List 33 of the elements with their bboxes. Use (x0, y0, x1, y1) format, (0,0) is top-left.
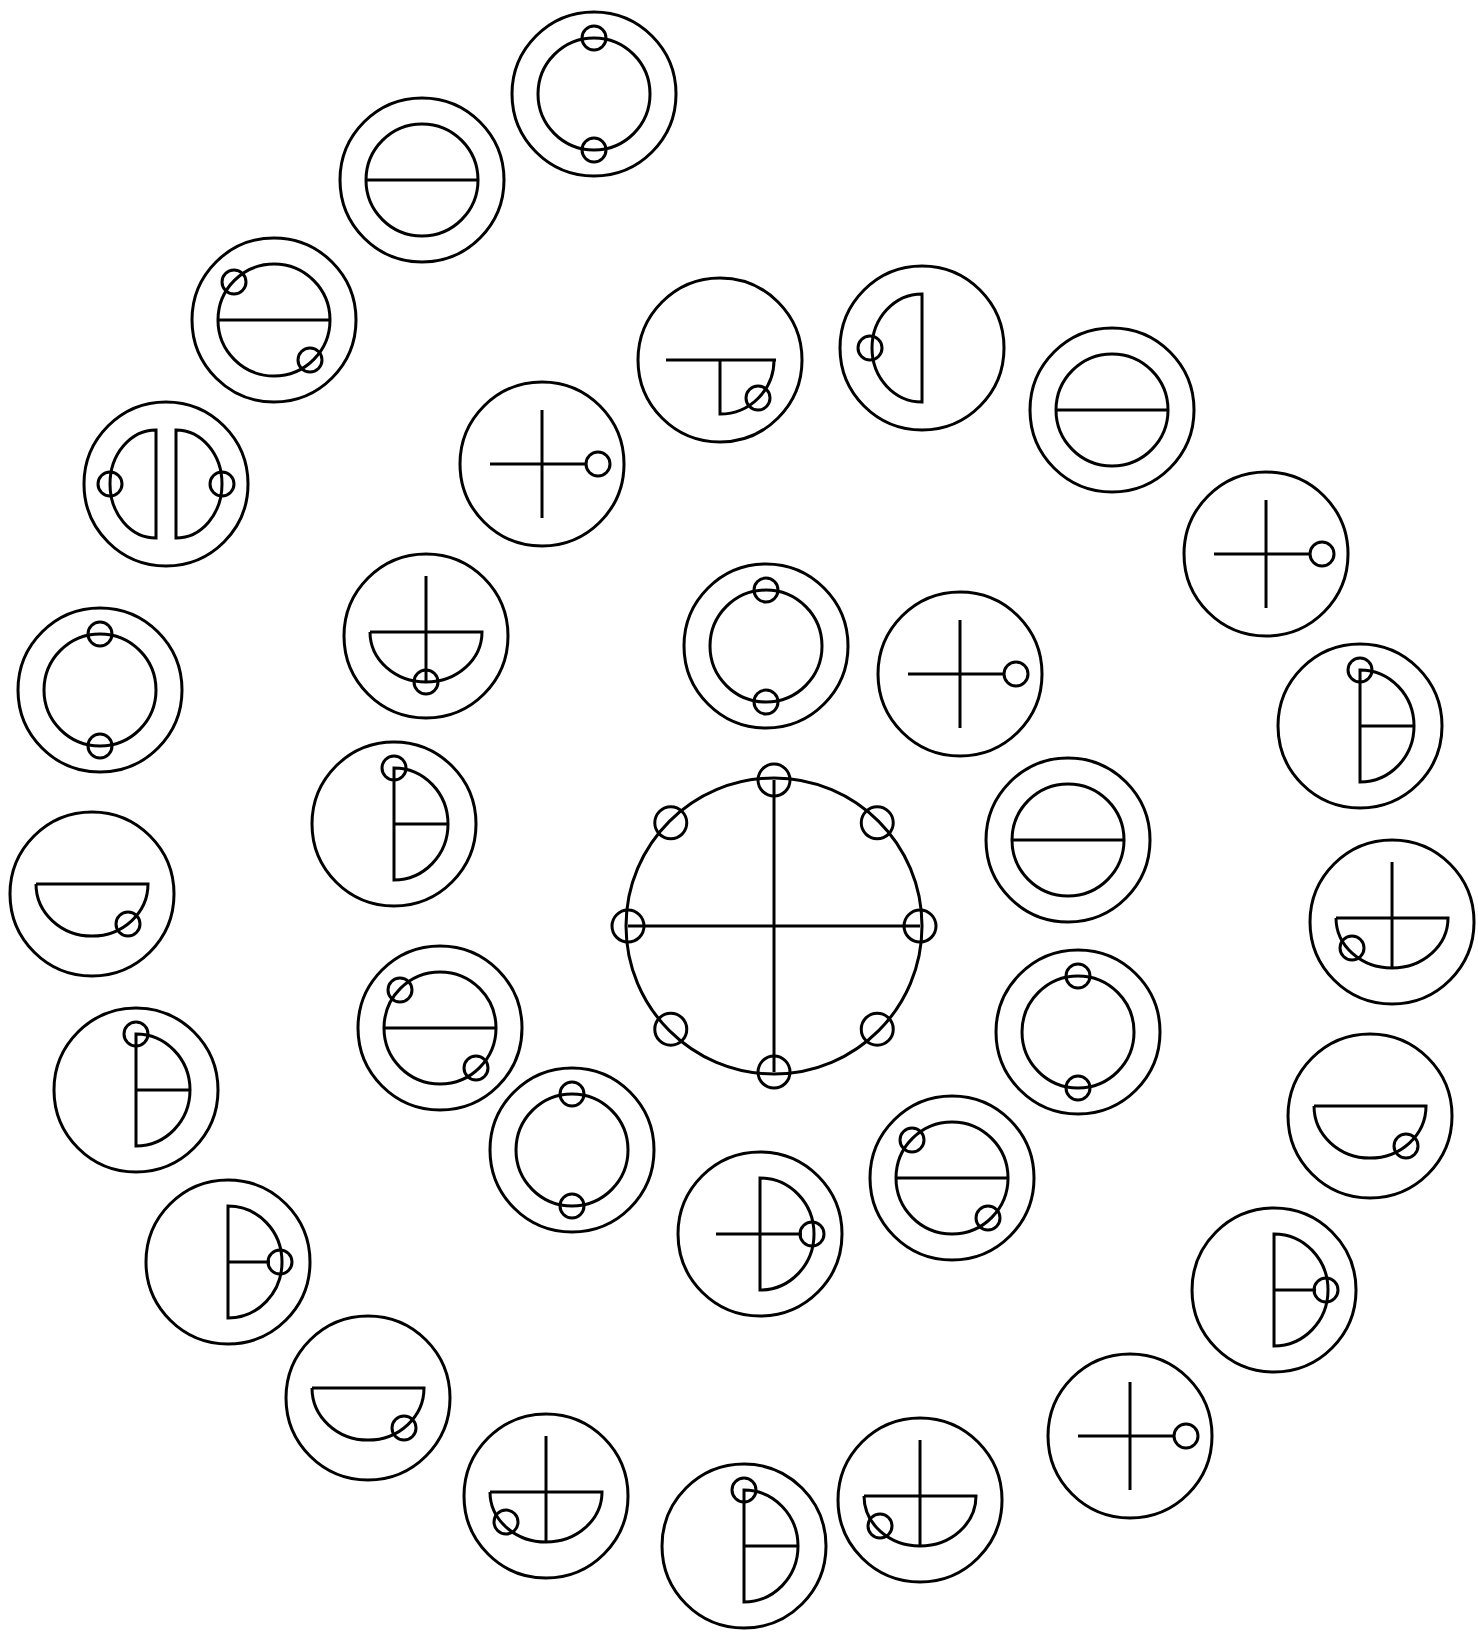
symbol-drawing (660, 1462, 828, 1630)
symbol-drawing (488, 1066, 656, 1234)
symbol-drawing (1046, 1352, 1214, 1520)
symbol-drawing (1286, 1032, 1454, 1200)
symbol-drawing (868, 1094, 1036, 1262)
symbol-drawing (144, 1178, 312, 1346)
symbol-drawing (838, 264, 1006, 432)
symbol-drawing (82, 400, 250, 568)
symbol-drawing (190, 236, 358, 404)
symbol-drawing (52, 1006, 220, 1174)
symbol-drawing (510, 10, 678, 178)
symbol-drawing (836, 1416, 1004, 1584)
symbol-drawing (636, 276, 804, 444)
symbol-drawing (1276, 642, 1444, 810)
symbol-drawing (1028, 326, 1196, 494)
symbol-drawing (1190, 1206, 1358, 1374)
symbol-drawing (342, 552, 510, 720)
symbol-drawing (984, 756, 1152, 924)
symbol-drawing (458, 380, 626, 548)
symbol-drawing (1308, 838, 1476, 1006)
symbol-drawing (682, 562, 850, 730)
symbol-drawing (8, 810, 176, 978)
symbol-drawing (356, 944, 524, 1112)
symbol-drawing (16, 606, 184, 774)
symbol-drawing (994, 948, 1162, 1116)
symbol-drawing (338, 96, 506, 264)
symbol-drawing (876, 590, 1044, 758)
symbol-drawing (1182, 470, 1350, 638)
symbol-drawing (284, 1314, 452, 1482)
symbol-drawing (310, 740, 478, 908)
symbol-drawing (462, 1412, 630, 1580)
symbol-drawing (610, 762, 938, 1090)
symbol-drawing (676, 1150, 844, 1318)
